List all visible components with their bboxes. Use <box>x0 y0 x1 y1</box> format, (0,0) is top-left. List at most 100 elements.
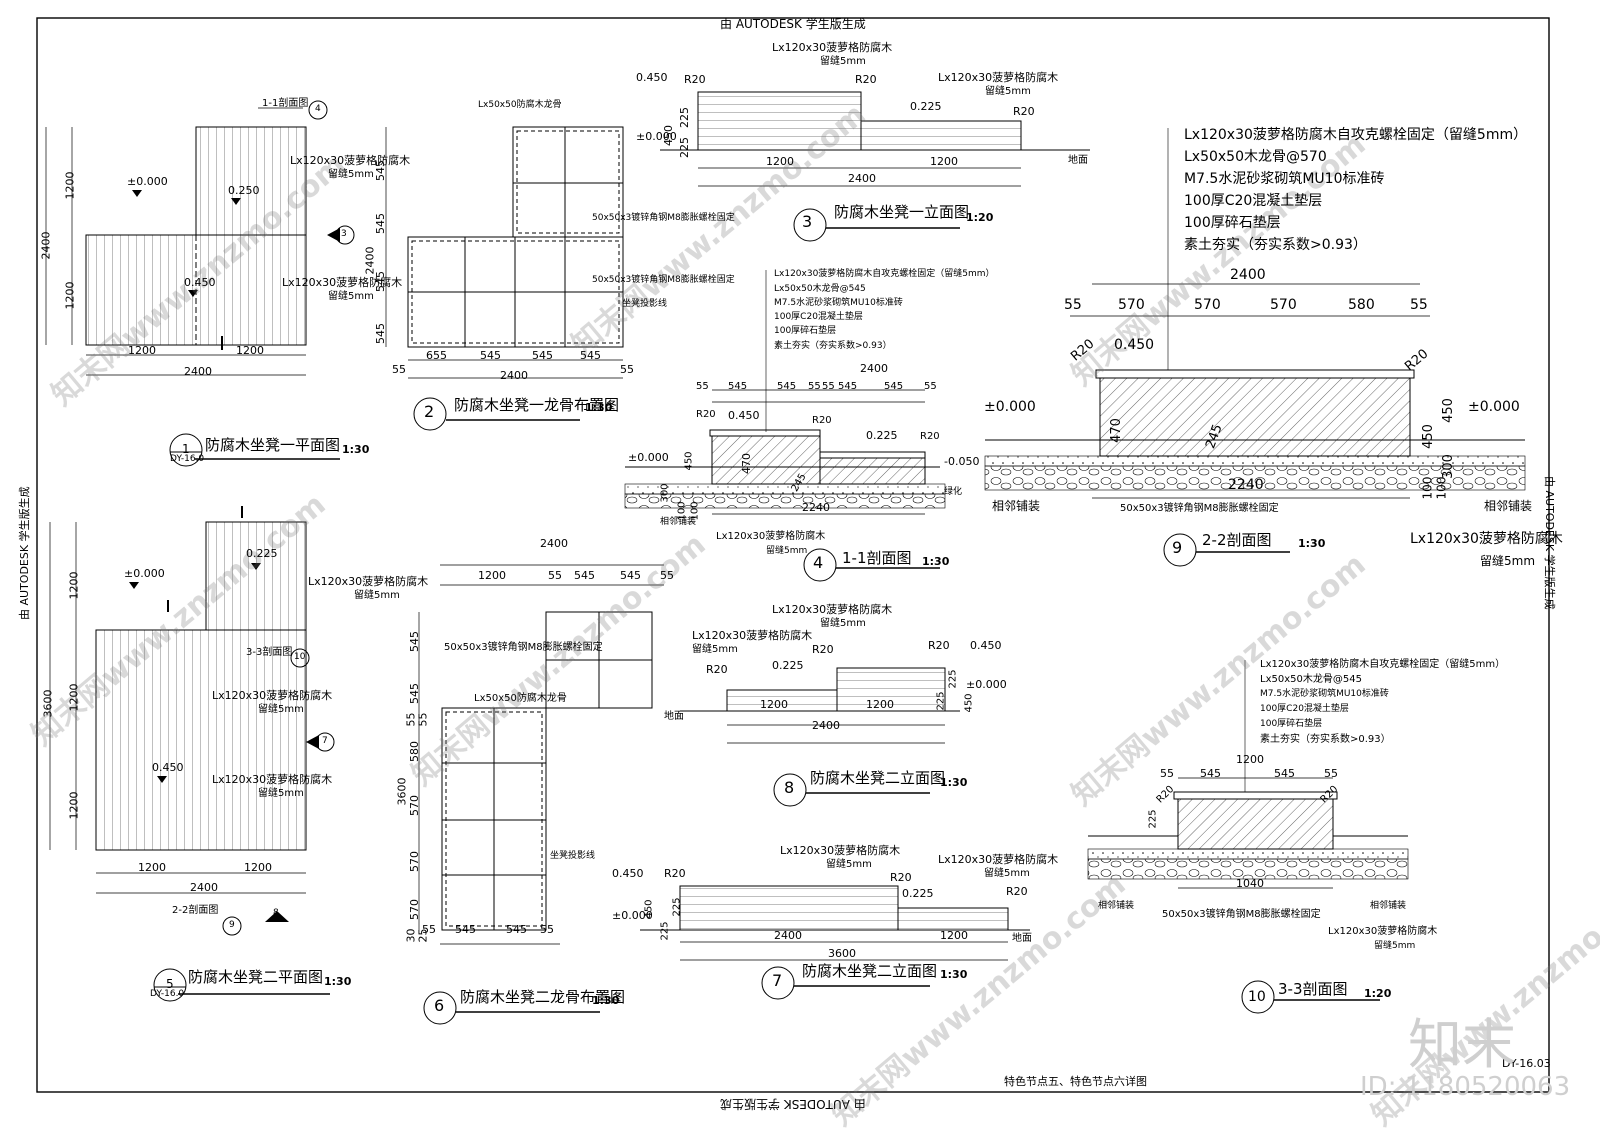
sheet-code: DY-16.03 <box>1502 1057 1551 1070</box>
dim-text: 570 <box>408 899 421 920</box>
keel-6-group <box>418 564 664 1025</box>
elevation-label: 0.225 <box>246 547 278 560</box>
section-symbol: 9 <box>229 920 235 930</box>
section-symbol: 8 <box>273 908 279 918</box>
dim-text: 30 <box>404 928 418 943</box>
radius-label: R20 <box>890 871 912 884</box>
layer-note: 素土夯实（夯实系数>0.93） <box>1184 237 1367 253</box>
elevation-label: 0.225 <box>866 429 898 442</box>
keel-1-group <box>385 126 624 431</box>
drawing-number: 3 <box>802 212 813 231</box>
dim-text: 545 <box>838 381 858 392</box>
paving-note: 相邻铺装 <box>992 499 1041 513</box>
dim-text: 545 <box>580 349 601 362</box>
dim-text: 1200 <box>244 861 272 874</box>
drawing-number: 6 <box>434 996 445 1015</box>
drawing-title: 防腐木坐凳二立面图 <box>802 962 938 980</box>
dim-text: 1200 <box>930 155 958 168</box>
ground-note: 地面 <box>664 711 684 722</box>
dim-text: 2400 <box>774 929 802 942</box>
dim-text: 450 <box>963 693 975 713</box>
dim-text: 450 <box>643 899 655 919</box>
dim-text: 545 <box>408 631 421 652</box>
dim-text: 570 <box>1118 297 1145 313</box>
plan-1-group <box>45 100 355 467</box>
drawing-title: 防腐木坐凳一龙骨布置图 <box>454 396 620 414</box>
dim-text: 545 <box>620 569 641 582</box>
plan-5-group <box>49 506 335 1002</box>
top-autodesk-text: 由 AUTODESK 学生版生成 <box>720 17 866 31</box>
drawing-scale: 1:30 <box>585 401 613 414</box>
paving-note: 相邻铺装 <box>1370 901 1407 911</box>
dim-text: 55 <box>822 381 835 392</box>
dim-text: 2400 <box>848 172 876 185</box>
radius-label: R20 <box>928 639 950 652</box>
dim-text: 570 <box>408 795 421 816</box>
drawing-title: 防腐木坐凳一立面图 <box>834 203 970 221</box>
dim-text: 55 <box>1324 767 1338 780</box>
elevation-7-group <box>640 885 1030 1000</box>
drawing-number: 1 <box>182 442 190 456</box>
dim-text: 1200 <box>63 171 77 200</box>
green-note: 绿化 <box>944 487 963 497</box>
dim-text: 225 <box>935 691 947 711</box>
section-4-group <box>624 270 946 582</box>
dim-text: 2400 <box>39 231 53 260</box>
brand-logo: 知末 <box>1408 1013 1516 1076</box>
elevation-label: 0.225 <box>910 100 942 113</box>
radius-label: R20 <box>706 663 728 676</box>
gap-note: 留缝5mm <box>766 546 808 556</box>
dim-text: 545 <box>455 923 476 936</box>
dim-text: 580 <box>408 741 421 762</box>
drawing-number: 7 <box>772 971 783 990</box>
drawing-number: 4 <box>813 553 824 572</box>
gap-note: 留缝5mm <box>985 86 1031 97</box>
layer-note: 素土夯实（夯实系数>0.93） <box>1260 734 1391 745</box>
elevation-label: ±0.000 <box>1468 399 1520 415</box>
dim-text: 55 <box>1064 297 1082 313</box>
layer-note: Lx120x30菠萝格防腐木自攻克螺栓固定（留缝5mm） <box>774 269 995 279</box>
drawing-title: 3-3剖面图 <box>1278 980 1348 998</box>
drawing-scale: 1:30 <box>324 975 352 988</box>
elevation-label: 0.450 <box>184 276 216 289</box>
wood-note: Lx120x30菠萝格防腐木 <box>1410 531 1563 547</box>
dim-text: 225 <box>671 897 683 917</box>
drawing-ref: DY-16.0 <box>150 989 185 999</box>
dim-text: 300 <box>1440 454 1456 479</box>
dim-text: 1200 <box>67 791 81 820</box>
drawing-scale: 1:30 <box>922 555 950 568</box>
dim-text: 2400 <box>812 719 840 732</box>
layer-note: 100厚C20混凝土垫层 <box>1184 193 1323 209</box>
drawing-number: 9 <box>1172 538 1183 557</box>
dim-text: 3600 <box>395 777 409 806</box>
dim-text: 2400 <box>190 881 218 894</box>
elevation-label: ±0.000 <box>636 130 677 143</box>
dim-text: 2400 <box>363 246 377 275</box>
dim-text: 470 <box>740 453 753 474</box>
drawing-scale: 1:20 <box>966 211 994 224</box>
section-10-group <box>1087 660 1409 1014</box>
drawing-ref: DY-16.0 <box>170 454 205 464</box>
dim-text: 300 <box>659 483 671 503</box>
dim-text: 545 <box>506 923 527 936</box>
sheet-title: 特色节点五、特色节点六详图 <box>1004 1075 1147 1088</box>
dim-text: 3600 <box>41 689 55 718</box>
outline-note: 坐凳投影线 <box>622 299 668 309</box>
bolt-note: 50x50x3镀锌角钢M8膨胀螺栓固定 <box>1162 909 1321 920</box>
elevation-label: -0.050 <box>944 455 980 468</box>
radius-label: R20 <box>855 73 877 86</box>
dim-text: 1200 <box>760 698 788 711</box>
gap-note: 留缝5mm <box>826 859 872 870</box>
dim-text: 545 <box>728 381 748 392</box>
section-symbol: 3 <box>341 229 347 239</box>
dim-text: 1200 <box>67 571 81 600</box>
drawing-number: 2 <box>424 402 435 421</box>
dim-text: 1200 <box>63 281 77 310</box>
dim-text: 450 <box>662 125 675 146</box>
wood-note: Lx120x30菠萝格防腐木 <box>772 41 893 54</box>
layer-note: Lx50x50木龙骨@570 <box>1184 149 1327 165</box>
drawing-title: 防腐木坐凳二立面图 <box>810 769 946 787</box>
dim-text: 1200 <box>766 155 794 168</box>
gap-note: 留缝5mm <box>984 868 1030 879</box>
